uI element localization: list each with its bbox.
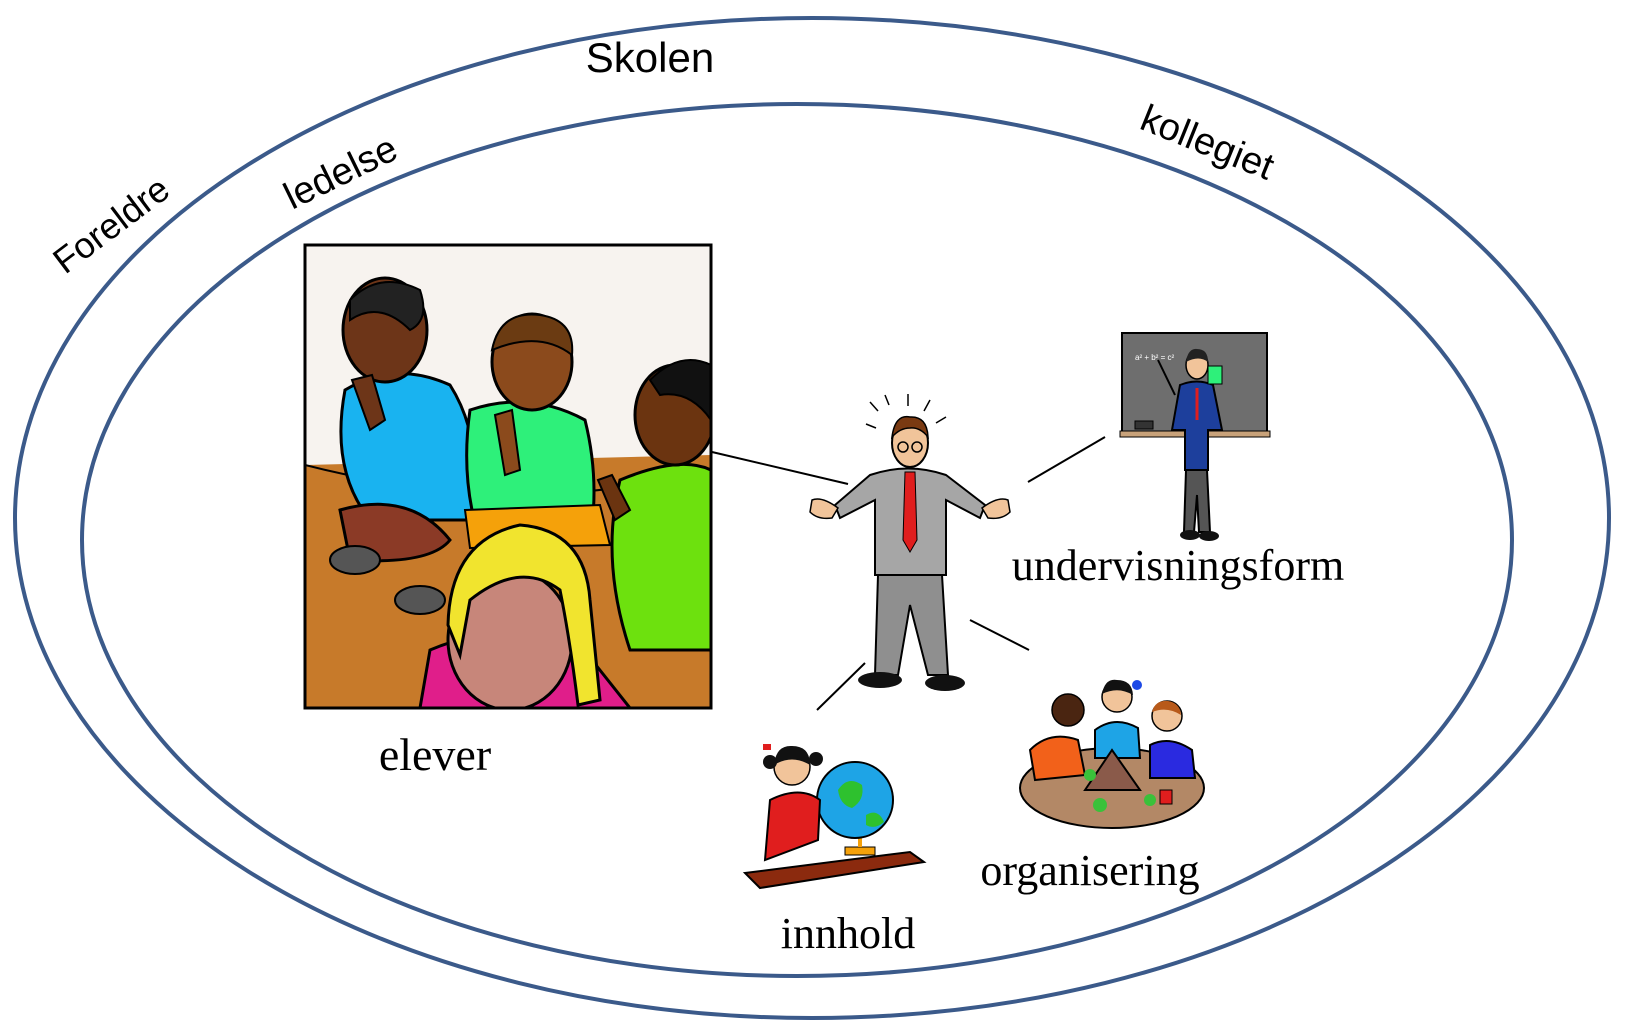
- chalkboard-teacher-illustration: a² + b² = c²: [1119, 332, 1271, 541]
- chalkboard-equation: a² + b² = c²: [1135, 353, 1174, 362]
- label-kollegiet: kollegiet: [1135, 97, 1280, 188]
- connector-teaching-form: [1027, 436, 1106, 483]
- students-illustration: [303, 243, 713, 710]
- connector-students: [711, 451, 849, 485]
- label-elever: elever: [379, 729, 491, 780]
- label-organisering: organisering: [980, 846, 1199, 895]
- connector-organization: [969, 619, 1030, 651]
- connector-content: [816, 662, 866, 711]
- label-undervisningsform: undervisningsform: [1012, 541, 1344, 590]
- label-foreldre: Foreldre: [45, 168, 177, 281]
- girl-with-globe-illustration: [742, 744, 927, 890]
- inner-ellipse: [80, 102, 1514, 978]
- group-work-illustration: [1019, 679, 1205, 829]
- outer-ellipse: [13, 16, 1611, 1020]
- label-skolen: Skolen: [586, 34, 714, 81]
- teacher-figure: [809, 394, 1011, 691]
- label-innhold: innhold: [781, 909, 915, 958]
